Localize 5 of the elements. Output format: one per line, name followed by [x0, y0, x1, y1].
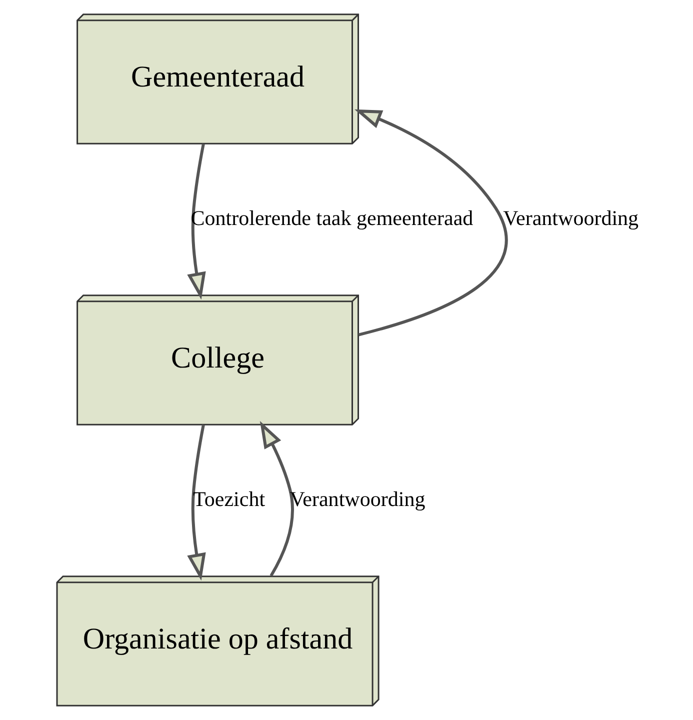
arrow — [259, 421, 294, 576]
arrow — [186, 424, 206, 581]
edge-label: Verantwoording — [502, 206, 638, 230]
arrow — [354, 109, 508, 336]
arrow — [186, 144, 206, 300]
